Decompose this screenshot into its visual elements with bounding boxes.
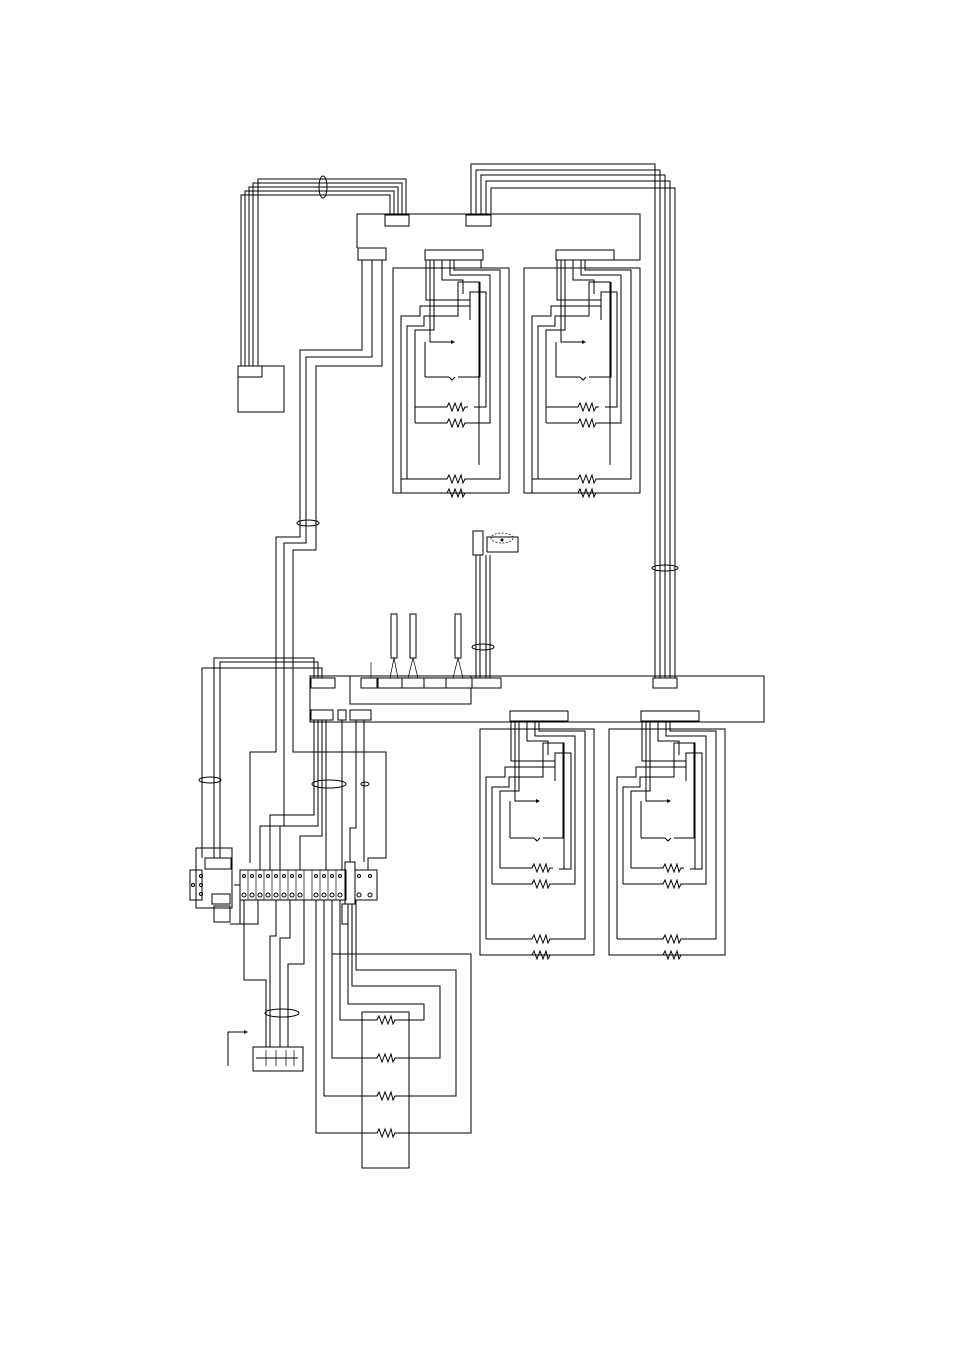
connector-lower-9	[311, 710, 333, 720]
connector-heater-upper-1	[425, 250, 483, 260]
heater-element-bottom-3	[374, 1092, 398, 1100]
connector-lower-11	[350, 710, 371, 720]
connector-lower-3	[378, 678, 402, 688]
probe-3	[455, 614, 461, 658]
heater-assembly-lower-2	[609, 711, 725, 959]
connector-upper-left	[385, 215, 409, 226]
heater-assembly-upper-2	[524, 250, 640, 497]
heater-element-bottom-1	[374, 1016, 398, 1024]
connector-lower-2	[361, 678, 377, 688]
top-left-harness	[241, 176, 406, 368]
bottom-heater-bank	[316, 900, 471, 1168]
connector-left-box	[238, 366, 262, 377]
heater-element-bottom-2	[374, 1054, 398, 1062]
heater-assembly-upper-1	[393, 250, 509, 497]
connector-lower-10	[338, 710, 346, 720]
heater-assembly-lower-1	[480, 711, 594, 959]
connector-lower-8	[653, 678, 677, 688]
connector-heater-lower-1	[510, 711, 568, 721]
connector-lower-6	[446, 678, 472, 688]
cable-tie-lower-2	[361, 782, 369, 786]
probe-1	[391, 614, 397, 658]
cable-tie-lower	[312, 780, 346, 788]
top-right-harness	[471, 164, 678, 678]
relay-unit	[190, 848, 232, 922]
connector-heater-lower-2	[641, 711, 699, 721]
lower-harness	[270, 720, 369, 870]
connector-lower-1	[311, 678, 335, 688]
switch-harness	[232, 900, 304, 1050]
connector-lower-4	[402, 678, 424, 688]
connector-lower-5	[424, 678, 446, 688]
probe-2	[410, 614, 416, 658]
thermostat-probe	[473, 531, 483, 555]
connector-lower-7	[472, 678, 501, 688]
cable-tie-probe	[472, 644, 494, 650]
connector-heater-upper-2	[556, 250, 614, 260]
sensor-probes	[371, 531, 518, 678]
left-terminal-box	[238, 366, 284, 412]
connector-upper-side	[358, 248, 386, 260]
connector-upper-right	[466, 215, 491, 226]
heater-element-bottom-4	[374, 1129, 398, 1137]
